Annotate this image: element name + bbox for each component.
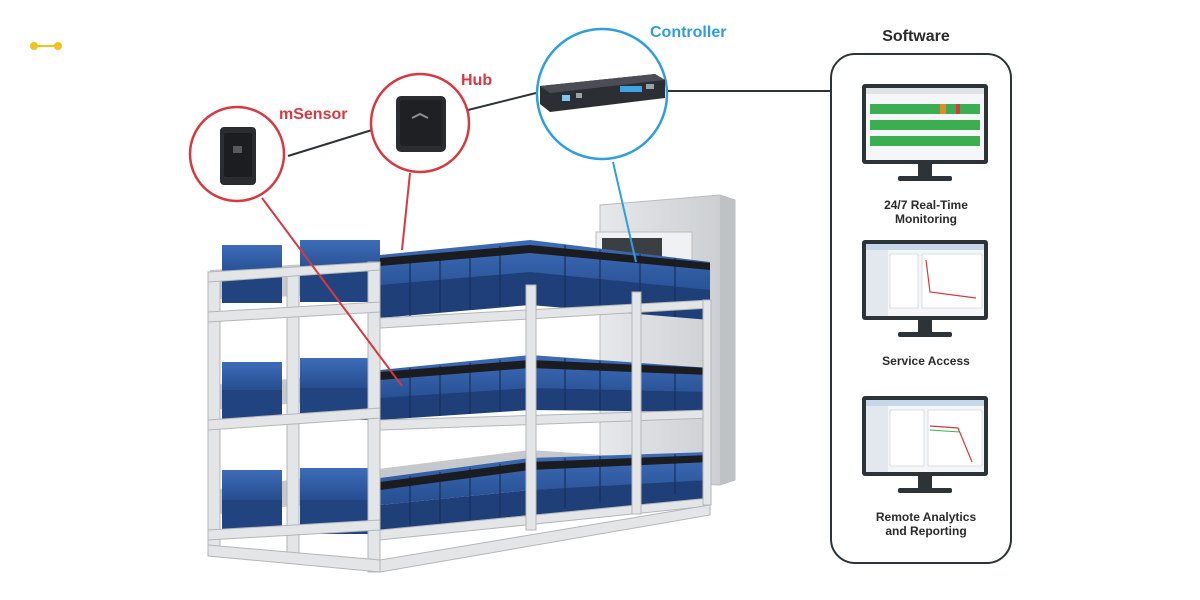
caption-line: 24/7 Real-Time bbox=[884, 198, 968, 212]
caption-line: and Reporting bbox=[885, 524, 967, 538]
caption-line: Monitoring bbox=[895, 212, 957, 226]
battery-row-left bbox=[222, 240, 380, 534]
caption-realtime-monitoring: 24/7 Real-Time Monitoring bbox=[836, 198, 1016, 226]
hub-callout bbox=[369, 72, 471, 174]
caption-line: Remote Analytics bbox=[875, 510, 977, 524]
controller-callout bbox=[535, 27, 669, 161]
caption-line: Service Access bbox=[882, 354, 970, 368]
hub-label: Hub bbox=[461, 72, 493, 89]
rack-controller-icon bbox=[540, 74, 665, 112]
sensor-device-icon bbox=[220, 127, 256, 185]
sensor-strips bbox=[380, 245, 710, 490]
controller-label: Controller bbox=[650, 24, 727, 41]
caption-remote-analytics: Remote Analytics and Reporting bbox=[836, 510, 1016, 538]
caption-service-access: Service Access bbox=[836, 354, 1016, 368]
rack-frame bbox=[207, 261, 712, 573]
monitor-icon bbox=[862, 84, 988, 181]
hub-device-icon bbox=[396, 96, 446, 152]
battery-rack bbox=[207, 240, 712, 573]
msensor-callout bbox=[188, 105, 286, 203]
monitor-icon bbox=[862, 240, 988, 337]
link-node-icon bbox=[30, 42, 62, 50]
software-title: Software bbox=[882, 28, 950, 45]
battery-row-right bbox=[380, 240, 710, 530]
msensor-label: mSensor bbox=[279, 106, 348, 123]
server-cabinet bbox=[595, 194, 736, 486]
monitor-icon bbox=[862, 396, 988, 493]
connection-lines bbox=[261, 90, 832, 387]
